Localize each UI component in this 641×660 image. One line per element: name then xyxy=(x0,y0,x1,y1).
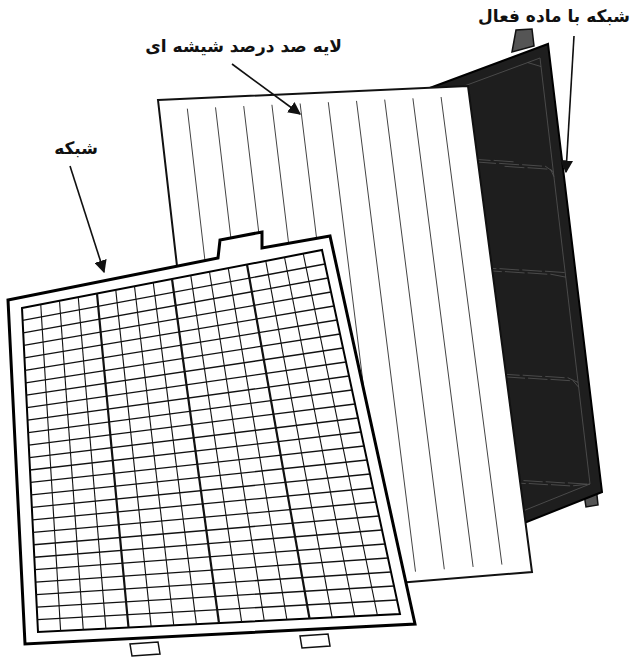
front-grid xyxy=(8,232,415,656)
part-label: شبکه xyxy=(54,138,98,158)
leader-lines xyxy=(70,36,574,272)
part-label: لایه صد درصد شیشه ای xyxy=(145,36,342,56)
part-label: شبکه با ماده فعال xyxy=(478,6,630,26)
